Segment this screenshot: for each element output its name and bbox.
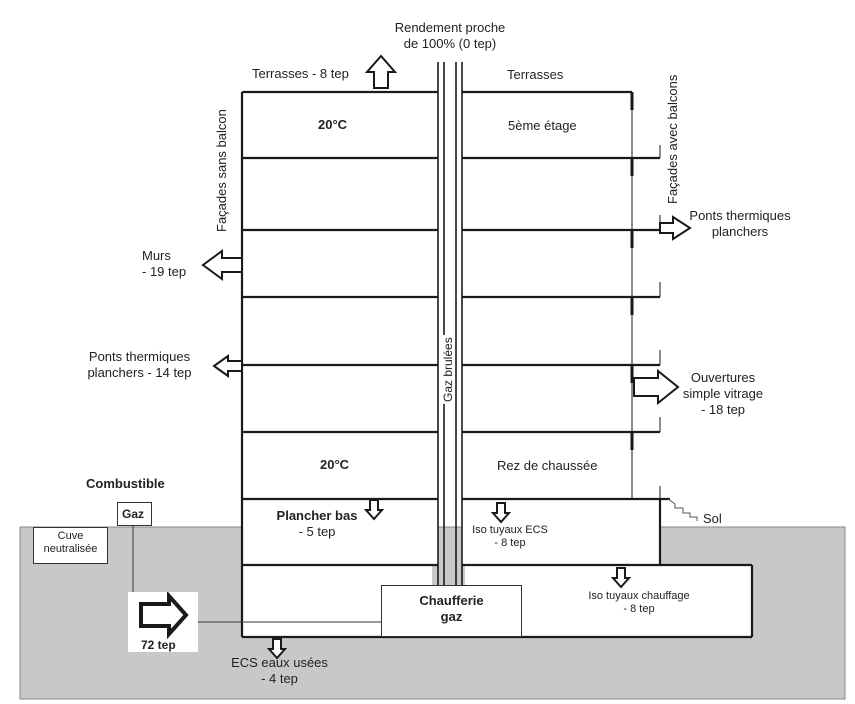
ponts-left-line2: planchers - 14 tep [87,365,192,380]
cuve-line1: Cuve [57,530,84,542]
gaz-label: Gaz [122,507,145,521]
chaufferie-box [381,585,522,637]
iso-ecs-label: Iso tuyaux ECS - 8 tep [465,524,555,550]
ponts-right-label: Ponts thermiques planchers [680,208,800,240]
ponts-left-line1: Ponts thermiques [88,349,191,364]
arrow-up-icon [364,54,398,89]
ouvertures-label: Ouvertures simple vitrage - 18 tep [668,370,778,418]
top-note: Rendement proche de 100% (0 tep) [360,20,540,52]
facades-sans-balcon-label: Façades sans balcon [214,109,229,232]
cuve-label: Cuve neutralisée [33,530,108,556]
arrow-down-icon [266,638,288,660]
gaz-box [117,502,152,526]
terrasses-right-label: Terrasses [507,67,564,82]
ecs-line2: - 4 tep [261,671,298,686]
iso-chauffage-line2: - 8 tep [623,603,655,615]
arrow-right-icon [659,215,692,241]
arrow-down-icon [363,499,385,521]
arrow-right-icon [139,592,189,640]
arrow-down-icon [490,502,512,524]
cuve-line2: neutralisée [43,543,98,555]
ecs-label: ECS eaux usées - 4 tep [222,655,337,687]
cuve-box [33,527,108,564]
ouvertures-line3: - 18 tep [700,402,746,417]
combustible-label: Combustible [86,476,165,491]
arrow-down-icon [610,567,632,589]
murs-line2: - 19 tep [142,264,187,279]
ground-floor-slab-right [462,499,660,565]
arrow-left-icon [212,354,243,378]
iso-ecs-line2: - 8 tep [494,537,526,549]
energy-input-box [128,592,198,652]
ground-floor-label: Rez de chaussée [497,458,598,473]
iso-chauffage-label: Iso tuyaux chauffage - 8 tep [580,590,698,616]
plancher-bas-line2: - 5 tep [298,524,336,539]
iso-ecs-line1: Iso tuyaux ECS [472,524,548,536]
arrow-left-icon [201,249,243,281]
terrasses-left-label: Terrasses - 8 tep [252,66,349,81]
ouvertures-line2: simple vitrage [682,386,764,401]
ecs-line1: ECS eaux usées [231,655,328,670]
gaz-brules-label: Gaz brulées [441,335,455,404]
ouvertures-line1: Ouvertures [690,370,756,385]
chaufferie-line1: Chaufferie [419,593,484,608]
ground-floor-slab-left [242,499,438,565]
ponts-right-line1: Ponts thermiques [689,208,791,223]
ponts-right-line2: planchers [711,224,769,239]
murs-line1: Murs [142,248,171,263]
sol-label: Sol [703,511,722,526]
input-72-label: 72 tep [141,638,176,652]
plancher-bas-line1: Plancher bas [276,508,358,523]
arrow-right-icon [633,368,680,406]
iso-chauffage-line1: Iso tuyaux chauffage [588,590,690,602]
plancher-bas-label: Plancher bas - 5 tep [258,508,376,540]
soil-step [667,498,698,521]
chaufferie-label: Chaufferie gaz [381,593,522,625]
temp-bottom-label: 20°C [320,457,350,472]
ponts-left-label: Ponts thermiques planchers - 14 tep [72,349,207,381]
temp-top-label: 20°C [318,117,348,132]
facades-avec-balcons-label: Façades avec balcons [665,74,680,204]
top-note-line2: de 100% (0 tep) [403,36,497,51]
chaufferie-line2: gaz [440,609,463,624]
top-note-line1: Rendement proche [394,20,506,35]
murs-label: Murs - 19 tep [142,248,186,280]
floor-5-label: 5ème étage [508,118,577,133]
